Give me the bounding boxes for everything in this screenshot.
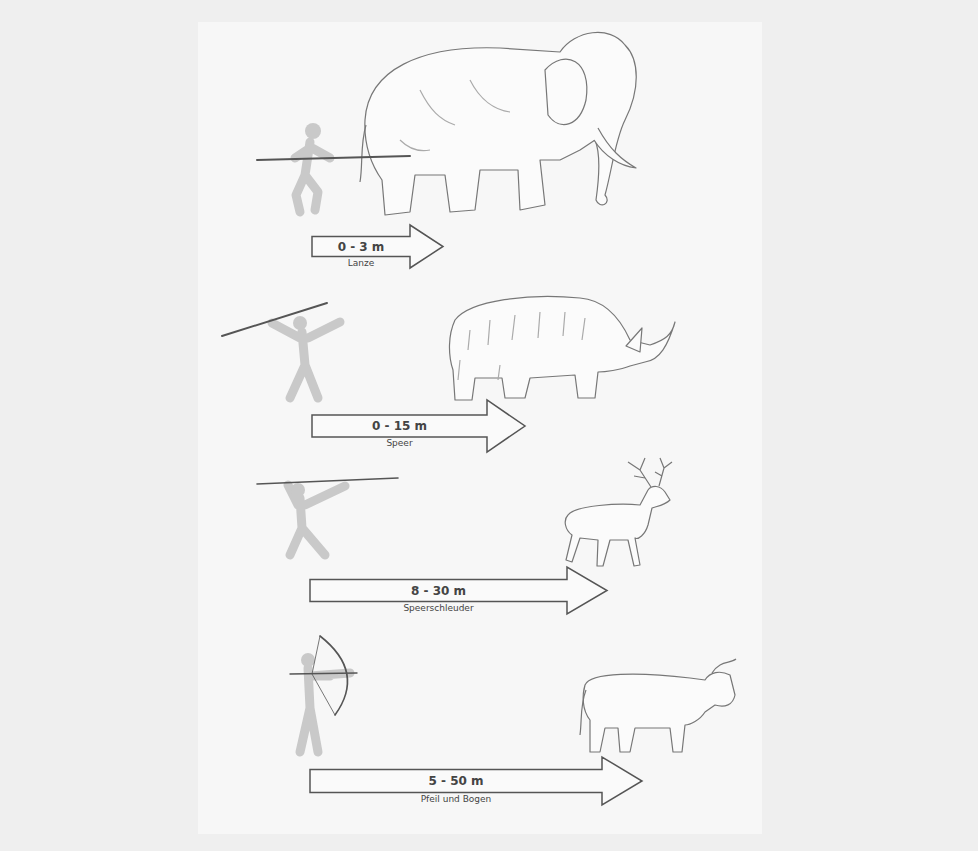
arrow-shape xyxy=(310,567,607,614)
weapon-name: Speerschleuder xyxy=(310,603,567,614)
range-value: 8 - 30 m xyxy=(310,580,567,602)
panel xyxy=(198,22,762,834)
elephant xyxy=(360,32,636,215)
weapon-name: Pfeil und Bogen xyxy=(310,794,602,805)
range-value: 0 - 3 m xyxy=(312,237,410,257)
range-value: 5 - 50 m xyxy=(310,770,602,793)
range-arrow: 0 - 3 mLanze xyxy=(312,225,443,269)
weapon-name: Lanze xyxy=(312,258,410,269)
range-arrow: 5 - 50 mPfeil und Bogen xyxy=(310,757,642,805)
rhinoceros xyxy=(449,296,675,400)
arrow-shape xyxy=(312,400,525,452)
arrow-shape xyxy=(312,225,443,268)
range-arrow: 8 - 30 mSpeerschleuder xyxy=(310,567,607,614)
arrow-shape xyxy=(310,757,642,805)
hunter-figures xyxy=(272,142,350,752)
reindeer xyxy=(565,458,672,566)
weapon-name: Speer xyxy=(312,438,487,449)
aurochs xyxy=(580,659,736,752)
range-arrow: 0 - 15 mSpeer xyxy=(312,400,525,452)
range-value: 0 - 15 m xyxy=(312,415,487,437)
